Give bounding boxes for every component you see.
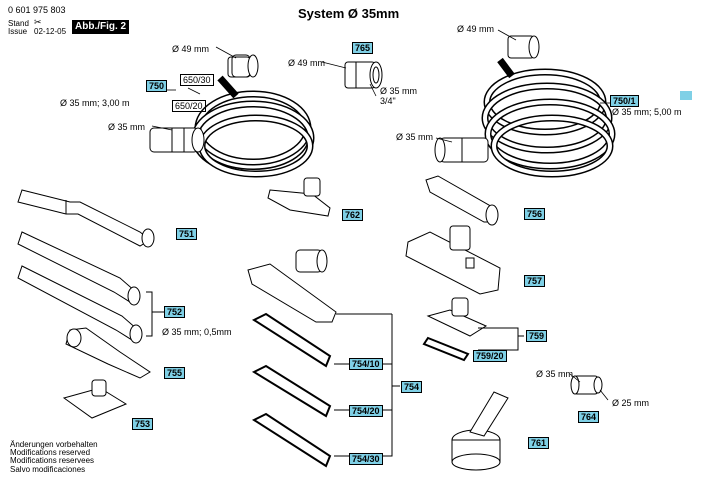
part-759-20: 759/20 bbox=[473, 350, 507, 362]
part-757: 757 bbox=[524, 275, 546, 287]
footer-en: Modifications reserved bbox=[10, 448, 91, 457]
dim-label: Ø 49 mm bbox=[172, 44, 210, 54]
doc-number: 0 601 975 803 bbox=[8, 5, 66, 15]
adapter-764-drawing bbox=[570, 375, 603, 395]
leader-lines bbox=[151, 29, 610, 401]
part-753: 753 bbox=[132, 418, 154, 430]
part-754-10: 754/10 bbox=[349, 358, 383, 370]
part-755: 755 bbox=[164, 367, 186, 379]
scissors-icon: ✂ bbox=[34, 17, 42, 27]
dim-label: Ø 25 mm bbox=[612, 398, 650, 408]
part-765: 765 bbox=[352, 42, 374, 54]
part-752: 752 bbox=[164, 306, 186, 318]
part-754: 754 bbox=[401, 381, 423, 393]
dim-label: Ø 35 mm; 0,5mm bbox=[162, 327, 232, 337]
dim-label: Ø 49 mm bbox=[288, 58, 326, 68]
part-754-20: 754/20 bbox=[349, 405, 383, 417]
dim-label: Ø 35 mm; 3,00 m bbox=[60, 98, 130, 108]
dim-label: Ø 35 mm bbox=[380, 86, 418, 96]
adapter-765-drawing bbox=[344, 61, 383, 89]
figure-label: Abb./Fig. 2 bbox=[72, 20, 130, 34]
part-650-20: 650/20 bbox=[172, 100, 206, 112]
round-brush-761-drawing bbox=[451, 391, 509, 471]
part-750-1: 750/1 bbox=[610, 95, 639, 107]
dim-label: 3/4" bbox=[380, 96, 396, 106]
hose-750-1-drawing bbox=[434, 35, 616, 178]
hose-750-drawing bbox=[149, 54, 315, 178]
nozzle-762-drawing bbox=[267, 177, 331, 217]
footer-fr: Modifications reservees bbox=[10, 456, 95, 465]
upholstery-nozzle-753-drawing bbox=[62, 379, 128, 419]
page-title: System Ø 35mm bbox=[298, 6, 400, 21]
part-750: 750 bbox=[146, 80, 168, 92]
crevice-nozzle-755-drawing bbox=[65, 327, 151, 379]
part-756: 756 bbox=[524, 208, 546, 220]
crevice-tool-756-drawing bbox=[425, 175, 499, 226]
footer-de: Änderungen vorbehalten bbox=[10, 440, 98, 449]
part-764: 764 bbox=[578, 411, 600, 423]
color-marker bbox=[680, 91, 692, 100]
floor-nozzle-754-drawing bbox=[247, 249, 400, 468]
floor-nozzle-757-drawing bbox=[405, 225, 501, 295]
bent-tube-751-drawing bbox=[17, 189, 155, 248]
part-761: 761 bbox=[528, 437, 550, 449]
dim-label: Ø 35 mm bbox=[108, 122, 146, 132]
nozzle-759-drawing bbox=[422, 297, 524, 362]
footer-es: Salvo modificaciones bbox=[10, 465, 86, 474]
dim-label: Ø 49 mm bbox=[457, 24, 495, 34]
part-759: 759 bbox=[526, 330, 548, 342]
dim-label: Ø 35 mm bbox=[396, 132, 434, 142]
issue-date: 02-12-05 bbox=[34, 27, 67, 36]
tubes-752-drawing bbox=[17, 231, 164, 344]
part-754-30: 754/30 bbox=[349, 453, 383, 465]
part-751: 751 bbox=[176, 228, 198, 240]
dim-label: Ø 35 mm; 5,00 m bbox=[612, 107, 682, 117]
part-650-30: 650/30 bbox=[180, 74, 214, 86]
stand-label: Stand bbox=[8, 19, 29, 28]
issue-label: Issue bbox=[8, 27, 28, 36]
part-762: 762 bbox=[342, 209, 364, 221]
dim-label: Ø 35 mm bbox=[536, 369, 574, 379]
